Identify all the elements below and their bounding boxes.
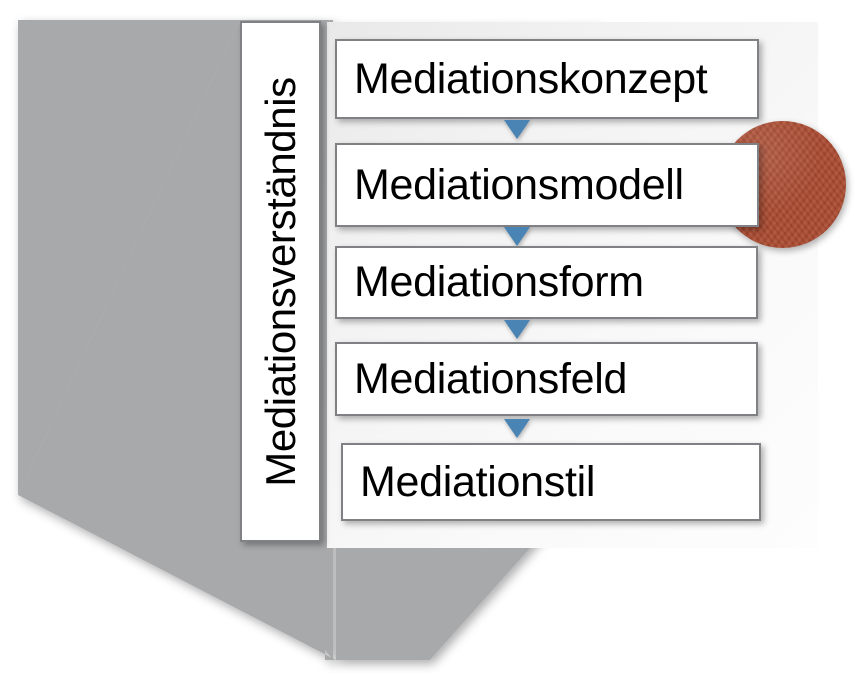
- step-label: Mediationstil: [360, 457, 596, 506]
- step-box-mediationsform[interactable]: Mediationsform: [335, 246, 758, 319]
- step-box-mediationsfeld[interactable]: Mediationsfeld: [335, 342, 758, 416]
- step-label: Mediationsform: [354, 258, 644, 306]
- step-label: Mediationskonzept: [354, 54, 708, 103]
- step-box-mediationsmodell[interactable]: Mediationsmodell: [335, 143, 759, 227]
- step-box-mediationskonzept[interactable]: Mediationskonzept: [335, 39, 759, 119]
- vertical-label-box: Mediationsverständnis: [240, 21, 321, 542]
- down-triangle-icon: [504, 120, 530, 139]
- down-triangle-icon: [504, 320, 530, 339]
- down-triangle-icon: [504, 227, 530, 246]
- vertical-label-text: Mediationsverständnis: [256, 76, 304, 487]
- red-circle-marker[interactable]: [719, 121, 846, 248]
- down-triangle-icon: [504, 419, 530, 438]
- step-box-mediationstil[interactable]: Mediationstil: [341, 443, 761, 521]
- step-label: Mediationsmodell: [354, 160, 684, 209]
- step-label: Mediationsfeld: [354, 354, 628, 403]
